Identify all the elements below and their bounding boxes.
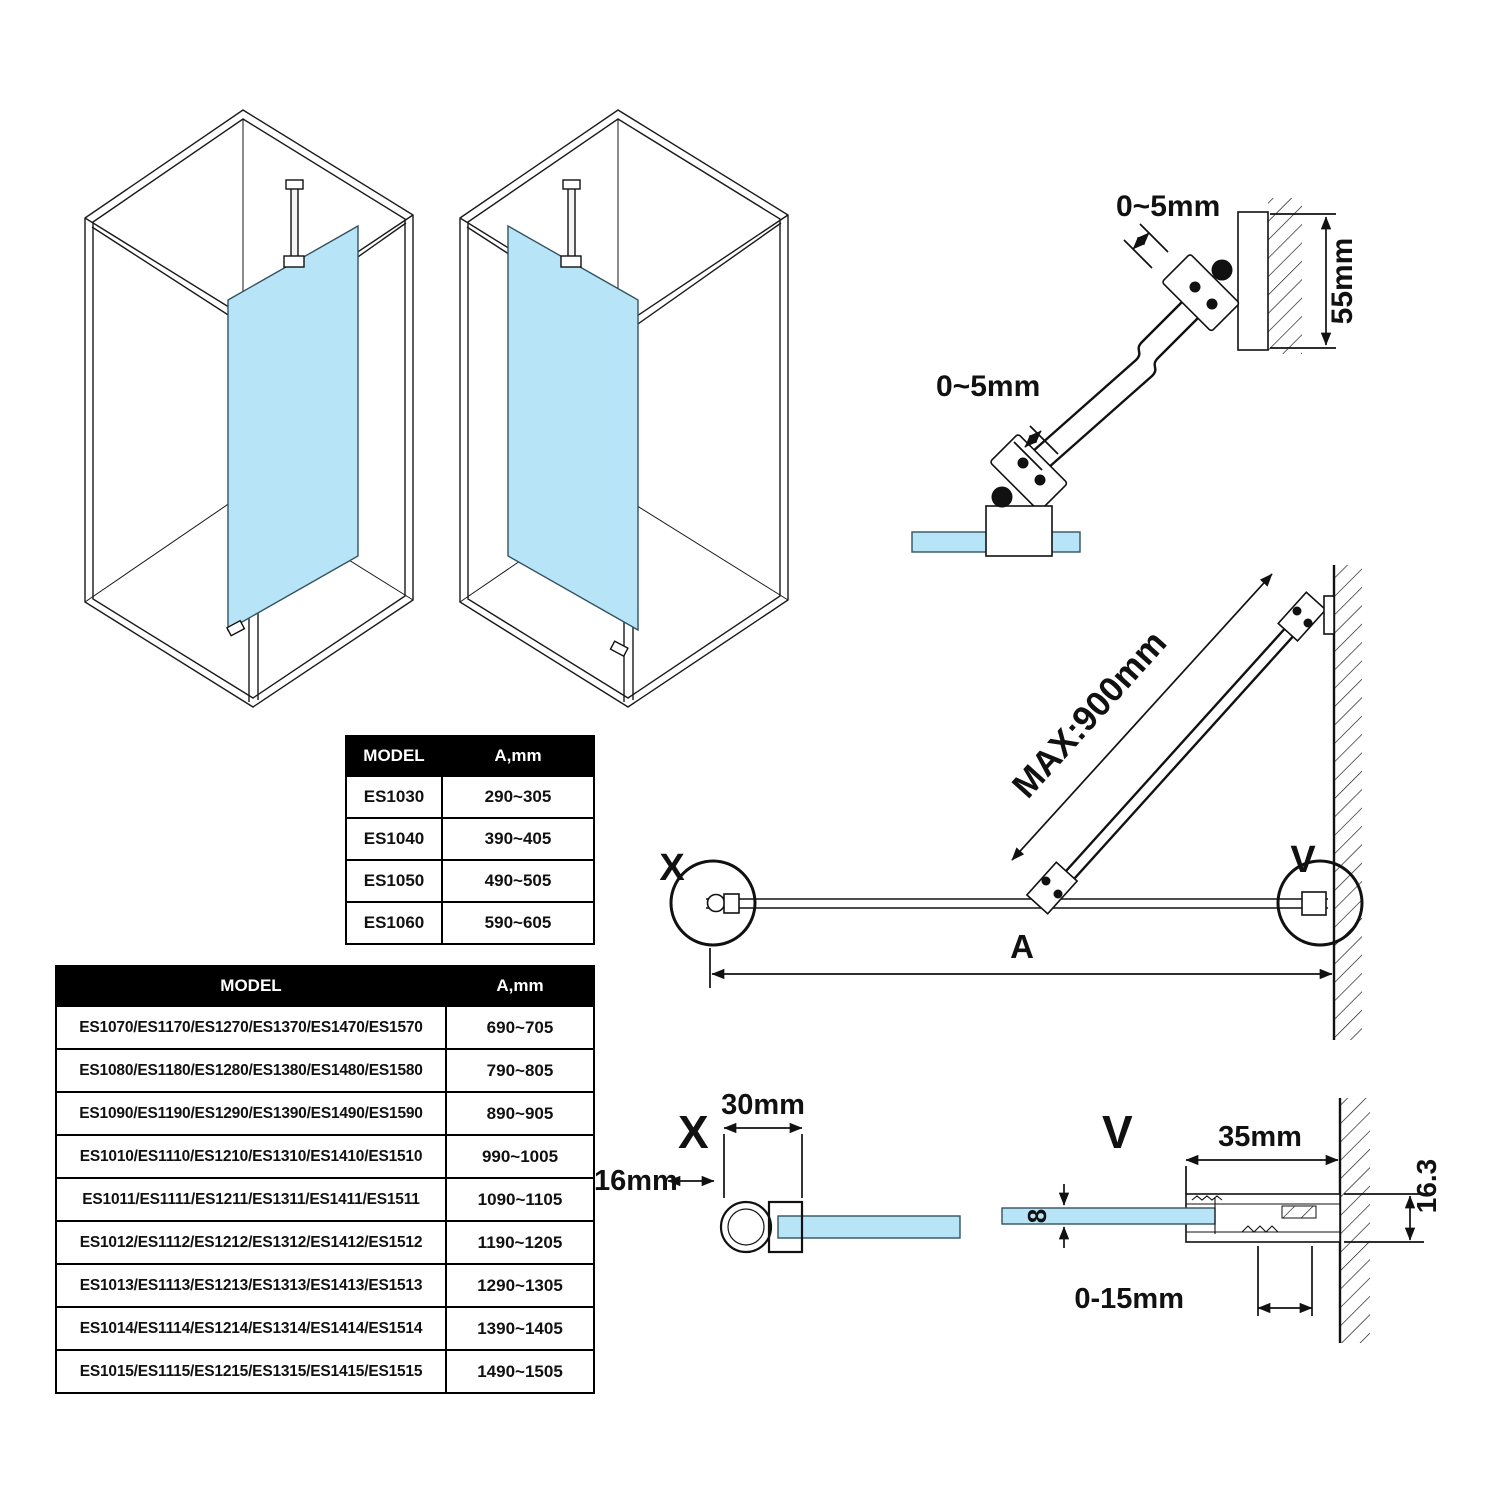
dim-wall-height-label: 55mm — [1326, 238, 1359, 325]
model-cell: ES1012/ES1112/ES1212/ES1312/ES1412/ES151… — [55, 1220, 447, 1265]
a-cell: 1390~1405 — [445, 1306, 595, 1351]
dim-16mm-label: 16mm — [594, 1165, 678, 1197]
plan-view: MAX:900mm X V A — [659, 565, 1364, 1040]
a-cell: 790~805 — [445, 1048, 595, 1093]
a-cell: 890~905 — [445, 1091, 595, 1136]
glass-panel-left — [225, 179, 359, 637]
model-cell: ES1011/ES1111/ES1211/ES1311/ES1411/ES151… — [55, 1177, 447, 1222]
detail-circle-x — [669, 859, 757, 947]
a-mm-column-header: A,mm — [445, 965, 595, 1007]
dim-glass-thickness-label: 8 — [1022, 1209, 1052, 1223]
model-cell: ES1013/ES1113/ES1213/ES1313/ES1413/ES151… — [55, 1263, 447, 1308]
model-cell: ES1014/ES1114/ES1214/ES1314/ES1414/ES151… — [55, 1306, 447, 1351]
pivot-ball-top — [1211, 259, 1233, 281]
model-cell: ES1090/ES1190/ES1290/ES1390/ES1490/ES159… — [55, 1091, 447, 1136]
dim-35mm-label: 35mm — [1218, 1121, 1302, 1153]
table-row: ES1050 490~505 — [345, 859, 595, 903]
a-cell: 690~705 — [445, 1005, 595, 1050]
glass-plan — [706, 898, 1328, 909]
a-cell: 490~505 — [441, 859, 595, 903]
table-row: ES1011/ES1111/ES1211/ES1311/ES1411/ES151… — [55, 1177, 595, 1222]
wall-plate — [1237, 211, 1269, 351]
dim-30mm-label: 30mm — [721, 1089, 805, 1121]
detail-x: X 30mm 16mm — [594, 1089, 961, 1254]
table-header-row: MODEL A,mm — [55, 965, 595, 1007]
dim-gap-top-label: 0~5mm — [1116, 190, 1220, 223]
small-model-table: MODEL A,mm ES1030 290~305 ES1040 390~405… — [345, 735, 595, 945]
table-row: ES1010/ES1110/ES1210/ES1310/ES1410/ES151… — [55, 1134, 595, 1179]
detail-circle-v — [1276, 859, 1364, 947]
table-row: ES1030 290~305 — [345, 775, 595, 819]
a-cell: 1190~1205 — [445, 1220, 595, 1265]
a-cell: 1090~1105 — [445, 1177, 595, 1222]
model-cell: ES1070/ES1170/ES1270/ES1370/ES1470/ES157… — [55, 1005, 447, 1050]
table-row: ES1040 390~405 — [345, 817, 595, 861]
table-row: ES1090/ES1190/ES1290/ES1390/ES1490/ES159… — [55, 1091, 595, 1136]
a-cell: 990~1005 — [445, 1134, 595, 1179]
detail-marker-v: V — [1290, 839, 1316, 881]
glass-section — [777, 1215, 961, 1239]
table-row: ES1015/ES1115/ES1215/ES1315/ES1415/ES151… — [55, 1349, 595, 1394]
model-column-header: MODEL — [345, 735, 443, 777]
glass-panel-right — [507, 179, 639, 658]
model-cell: ES1060 — [345, 901, 443, 945]
bar-edge — [1047, 292, 1224, 469]
model-cell: ES1015/ES1115/ES1215/ES1315/ES1415/ES151… — [55, 1349, 447, 1394]
a-cell: 390~405 — [441, 817, 595, 861]
glass-channel — [767, 1200, 804, 1254]
wall-hatch — [1340, 1098, 1370, 1343]
a-mm-column-header: A,mm — [441, 735, 595, 777]
wall-hatch — [1268, 198, 1302, 354]
glass-clamp-block — [985, 505, 1053, 557]
bar-edge — [1031, 276, 1208, 453]
a-cell: 590~605 — [441, 901, 595, 945]
table-row: ES1060 590~605 — [345, 901, 595, 945]
table-header-row: MODEL A,mm — [345, 735, 595, 777]
table-row: ES1014/ES1114/ES1214/ES1314/ES1414/ES151… — [55, 1306, 595, 1351]
dim-gap-bottom-label: 0~5mm — [936, 370, 1040, 403]
a-cell: 1490~1505 — [445, 1349, 595, 1394]
model-cell: ES1010/ES1110/ES1210/ES1310/ES1410/ES151… — [55, 1134, 447, 1179]
model-cell: ES1040 — [345, 817, 443, 861]
detail-marker-x: X — [659, 847, 685, 889]
detail-x-label: X — [678, 1106, 709, 1158]
wall-hatch — [1334, 565, 1362, 1040]
dim-16-3-label: 16.3 — [1411, 1159, 1442, 1214]
table-row: ES1012/ES1112/ES1212/ES1312/ES1412/ES151… — [55, 1220, 595, 1265]
detail-v-label: V — [1102, 1106, 1133, 1158]
a-cell: 1290~1305 — [445, 1263, 595, 1308]
model-cell: ES1080/ES1180/ES1280/ES1380/ES1480/ES158… — [55, 1048, 447, 1093]
bracket-detail: 0~5mm 0~5mm 55mm — [911, 190, 1359, 557]
dim-adjustment-label: 0-15mm — [1074, 1283, 1184, 1315]
dim-total-width-label: A — [1010, 928, 1034, 965]
model-column-header: MODEL — [55, 965, 447, 1007]
table-row: ES1080/ES1180/ES1280/ES1380/ES1480/ES158… — [55, 1048, 595, 1093]
pivot-ball-bottom — [991, 486, 1013, 508]
model-cell: ES1030 — [345, 775, 443, 819]
model-cell: ES1050 — [345, 859, 443, 903]
large-model-table: MODEL A,mm ES1070/ES1170/ES1270/ES1370/E… — [55, 965, 595, 1394]
wall-bracket-plate — [1323, 595, 1335, 635]
detail-v: V 35mm 8 16.3 0-15mm — [1001, 1098, 1442, 1343]
a-cell: 290~305 — [441, 775, 595, 819]
table-row: ES1070/ES1170/ES1270/ES1370/ES1470/ES157… — [55, 1005, 595, 1050]
table-row: ES1013/ES1113/ES1213/ES1313/ES1413/ES151… — [55, 1263, 595, 1308]
